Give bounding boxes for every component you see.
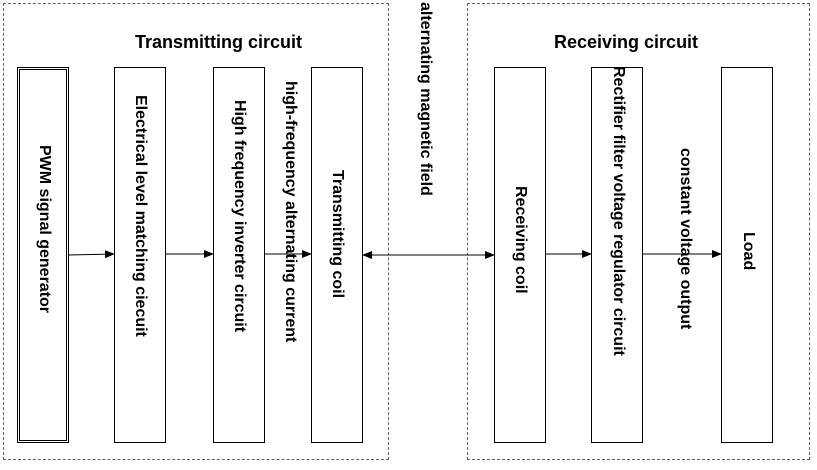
receiving-coil-block xyxy=(494,67,546,443)
transmitting-circuit-title: Transmitting circuit xyxy=(135,32,303,52)
arrow-pwm-to-level xyxy=(68,250,115,259)
receiving-circuit-title: Receiving circuit xyxy=(554,32,699,52)
receiving-circuit-group xyxy=(467,3,810,460)
electrical-level-matching-block xyxy=(114,67,166,443)
pwm-signal-generator-block xyxy=(17,67,69,443)
high-frequency-inverter-block xyxy=(213,67,265,443)
transmitting-circuit-group xyxy=(3,3,389,460)
load-block xyxy=(721,67,773,443)
rectifier-filter-block xyxy=(591,67,643,443)
